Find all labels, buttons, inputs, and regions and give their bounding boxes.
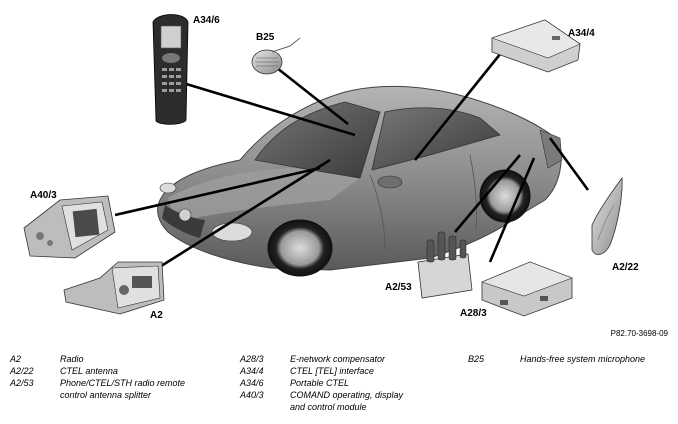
legend-description: Phone/CTEL/STH radio remote control ante…	[60, 378, 186, 400]
legend-item: A34/4 CTEL [TEL] interface	[240, 365, 460, 377]
leader-line-a34-4	[413, 47, 507, 161]
leader-line-a2	[157, 158, 331, 270]
figure-reference: P82.70-3698-09	[611, 329, 669, 338]
legend-code: A28/3	[240, 354, 264, 364]
legend-description: CTEL antenna	[60, 366, 118, 376]
legend-item: A2/53 Phone/CTEL/STH radio remote control…	[10, 377, 230, 401]
legend-column-3: B25 Hands-free system microphone	[468, 353, 668, 365]
legend-item: A2/22 CTEL antenna	[10, 365, 230, 377]
label-a2: A2	[150, 310, 163, 321]
legend-code: B25	[468, 354, 485, 364]
leader-lines	[114, 47, 590, 270]
legend-description: E-network compensator	[290, 354, 386, 364]
label-a34-6: A34/6	[193, 15, 220, 26]
legend-item: A40/3 COMAND operating, display and contr…	[240, 389, 460, 413]
leader-line-a28-3	[488, 157, 536, 263]
phone-icon	[152, 14, 189, 125]
legend-column-1: A2 Radio A2/22 CTEL antenna A2/53 Phone/CTE…	[10, 353, 230, 401]
antenna-icon	[591, 176, 623, 255]
legend-item: A28/3 E-network compensator	[240, 353, 460, 365]
legend-column-2: A28/3 E-network compensator A34/4 CTEL [TE…	[240, 353, 460, 413]
microphone-icon	[251, 37, 301, 75]
leader-line-a2-22	[548, 137, 590, 191]
legend-code: A2/53	[10, 378, 34, 388]
legend-description: Portable CTEL	[290, 378, 350, 388]
label-a34-4: A34/4	[568, 28, 595, 39]
legend-code: A2/22	[10, 366, 34, 376]
legend-code: A34/4	[240, 366, 264, 376]
label-a40-3: A40/3	[30, 190, 57, 201]
label-a28-3: A28/3	[460, 308, 487, 319]
component-location-diagram: A34/6 B25 A34/4 A40/3 A2	[23, 14, 669, 338]
leader-line-a2-53	[454, 154, 521, 233]
label-a2-22: A2/22	[612, 262, 639, 273]
leader-line-a34-6	[182, 81, 356, 137]
interface-icon	[491, 19, 581, 73]
radio-icon	[63, 261, 165, 315]
legend-code: A40/3	[240, 390, 264, 400]
legend-item: B25 Hands-free system microphone	[468, 353, 668, 365]
legend-code: A34/6	[240, 378, 264, 388]
label-a2-53: A2/53	[385, 282, 412, 293]
legend-code: A2	[10, 354, 22, 364]
leader-line-a40-3	[114, 166, 321, 217]
car-icon	[157, 85, 563, 277]
legend-description: COMAND operating, display and control mo…	[290, 390, 404, 412]
legend-description: Radio	[60, 354, 84, 364]
legend-description: Hands-free system microphone	[520, 354, 646, 364]
leader-line-b25	[276, 66, 349, 126]
comand-icon	[23, 195, 116, 259]
label-b25: B25	[256, 32, 275, 43]
splitter-icon	[417, 231, 473, 299]
legend-description: CTEL [TEL] interface	[290, 366, 374, 376]
compensator-icon	[481, 261, 573, 317]
legend-item: A34/6 Portable CTEL	[240, 377, 460, 389]
legend-item: A2 Radio	[10, 353, 230, 365]
